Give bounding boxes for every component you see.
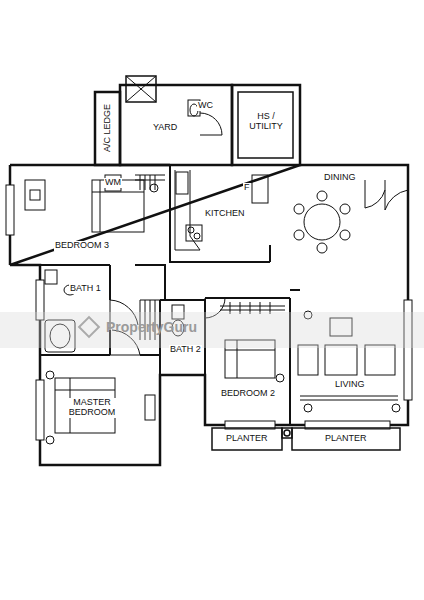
room-label: A/C LEDGE	[103, 103, 113, 153]
room-label: DINING	[323, 173, 357, 183]
fixture-label: WC	[197, 101, 214, 111]
fixture-label: F	[243, 183, 251, 193]
room-label: BATH 2	[169, 345, 202, 355]
room-label: BEDROOM 2	[220, 389, 276, 399]
fixture-label: WM	[104, 178, 122, 188]
room-label: MASTER BEDROOM	[63, 398, 121, 418]
room-label: BATH 1	[69, 284, 102, 294]
watermark: PropertyGuru	[105, 320, 198, 335]
room-label: KITCHEN	[204, 209, 246, 219]
room-label: YARD	[152, 123, 178, 133]
room-label: BEDROOM 3	[54, 241, 110, 251]
planter-label: PLANTER	[225, 434, 269, 444]
room-label: LIVING	[334, 380, 366, 390]
planter-label: PLANTER	[324, 434, 368, 444]
room-label: HS / UTILITY	[243, 112, 289, 132]
